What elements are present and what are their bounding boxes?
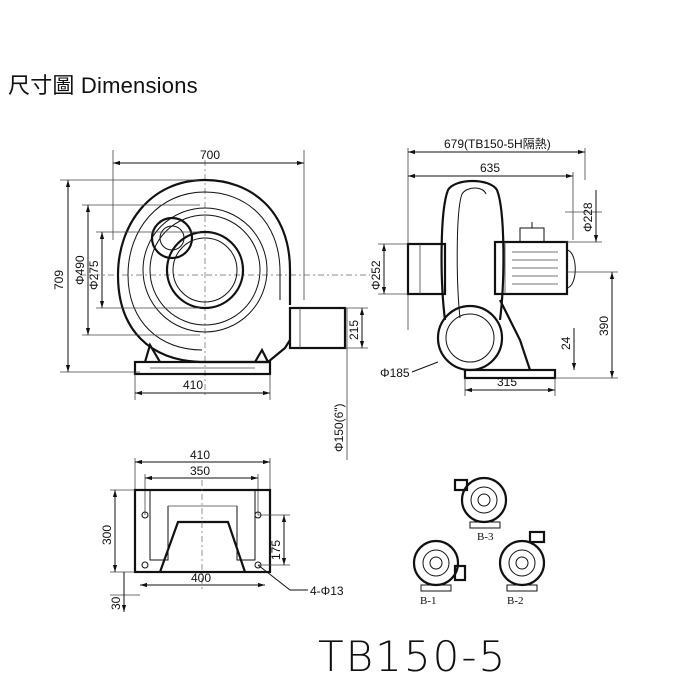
orientation-b2-label: B-2	[507, 595, 524, 607]
base-holes-label: 4-Φ13	[310, 584, 344, 598]
side-length-label: 635	[480, 161, 500, 175]
orientation-b1-label: B-1	[420, 595, 437, 607]
side-base-label: 315	[497, 375, 517, 389]
base-height-label: 300	[100, 525, 114, 545]
side-height-label: 390	[597, 316, 611, 336]
base-hole-span-label: 175	[269, 540, 283, 560]
front-width-label: 700	[200, 148, 220, 162]
model-number: TB150-5	[318, 632, 508, 681]
base-w-bottom-label: 400	[191, 571, 211, 585]
base-w-holes-label: 350	[190, 464, 210, 478]
side-dia-motor-label: Φ228	[581, 202, 595, 232]
front-outlet-dia-label: Φ150(6")	[332, 403, 346, 452]
base-view: 410 350 300 175 400 30	[100, 448, 344, 612]
side-overall-label: 679(TB150-5H隔熱)	[444, 137, 551, 151]
front-view: 700 709 Φ490 Φ275 410 215 Φ150(6")	[52, 148, 370, 460]
side-view: 679(TB150-5H隔熱) 635 Φ228	[369, 137, 618, 396]
orientation-b2: B-2	[498, 530, 546, 607]
base-w-outer-label: 410	[190, 448, 210, 462]
orientation-b1: B-1	[412, 539, 467, 607]
side-dia-port-label: Φ185	[380, 366, 410, 380]
front-dia-inner-label: Φ275	[87, 260, 101, 290]
base-foot-label: 30	[109, 596, 123, 610]
orientation-diagrams: B-3 B-1 B-2	[412, 476, 546, 607]
side-foot-label: 24	[559, 336, 573, 350]
front-height-label: 709	[52, 270, 66, 290]
front-base-label: 410	[183, 378, 203, 392]
front-dia-outer-label: Φ490	[73, 255, 87, 285]
orientation-b3-label: B-3	[477, 531, 494, 543]
orientation-b3: B-3	[453, 476, 508, 543]
page-heading: 尺寸圖 Dimensions	[8, 73, 198, 98]
side-dia-inlet-label: Φ252	[369, 260, 383, 290]
front-outlet-h-label: 215	[347, 320, 361, 340]
